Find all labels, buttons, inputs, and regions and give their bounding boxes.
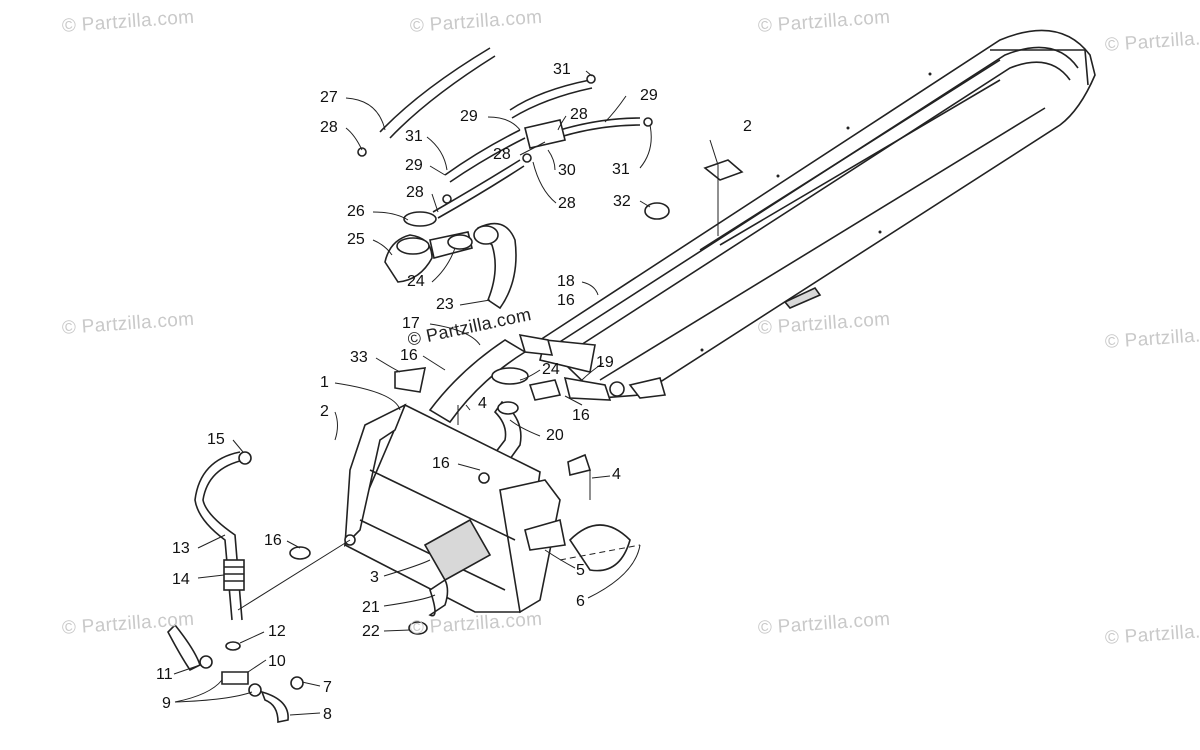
callout-18: 18: [557, 273, 575, 290]
callout-32: 32: [613, 193, 631, 210]
callout-27: 27: [320, 89, 338, 106]
callout-33: 33: [350, 349, 368, 366]
callout-24-lower: 24: [542, 361, 560, 378]
callout-20: 20: [546, 427, 564, 444]
vent-hoses: [357, 47, 653, 219]
callout-4-right: 4: [612, 466, 621, 483]
callout-29-right: 29: [640, 87, 658, 104]
callout-9: 9: [162, 695, 171, 712]
callout-17: 17: [402, 315, 420, 332]
callout-28-filler: 28: [406, 184, 424, 201]
foam-pad: [408, 518, 492, 635]
mounting-bracket-upper: [703, 139, 744, 240]
leader-lines: [173, 70, 652, 716]
callout-12: 12: [268, 623, 286, 640]
callout-5: 5: [576, 562, 585, 579]
callout-16-right: 16: [572, 407, 590, 424]
callout-23: 23: [436, 296, 454, 313]
fan-assembly: [524, 518, 641, 572]
callout-16-upper: 16: [557, 292, 575, 309]
callout-7: 7: [323, 679, 332, 696]
callout-26: 26: [347, 203, 365, 220]
callout-25: 25: [347, 231, 365, 248]
callout-3: 3: [370, 569, 379, 586]
callout-8: 8: [323, 706, 332, 723]
callout-29-upper: 29: [460, 108, 478, 125]
callout-30: 30: [558, 162, 576, 179]
callout-31-right: 31: [612, 161, 630, 178]
callout-1: 1: [320, 374, 329, 391]
callout-16-lower: 16: [264, 532, 282, 549]
callout-31-left: 31: [405, 128, 423, 145]
callout-28-lower: 28: [558, 195, 576, 212]
callout-29-left: 29: [405, 157, 423, 174]
callout-15: 15: [207, 431, 225, 448]
callout-19: 19: [596, 354, 614, 371]
callout-6: 6: [576, 593, 585, 610]
radiator-body: [343, 403, 561, 614]
upper-hose-23: [447, 222, 517, 310]
callout-2-left: 2: [320, 403, 329, 420]
overflow-hose: [167, 451, 351, 723]
callout-16-mid: 16: [432, 455, 450, 472]
brackets: [394, 367, 592, 500]
callout-24-upper: 24: [407, 273, 425, 290]
callout-14: 14: [172, 571, 190, 588]
callout-13: 13: [172, 540, 190, 557]
callout-2-top: 2: [743, 118, 752, 135]
heat-exchanger-rail: [538, 29, 1096, 399]
callout-28-left: 28: [320, 119, 338, 136]
callout-11: 11: [156, 666, 173, 683]
callout-16-left: 16: [400, 347, 418, 364]
callout-31-top: 31: [553, 61, 571, 78]
callout-21: 21: [362, 599, 380, 616]
callout-10: 10: [268, 653, 286, 670]
hose-clamp-32: [644, 202, 670, 220]
callout-4-upper: 4: [478, 395, 487, 412]
callout-28-middle: 28: [493, 146, 511, 163]
callout-28-upper: 28: [570, 106, 588, 123]
callout-22: 22: [362, 623, 380, 640]
